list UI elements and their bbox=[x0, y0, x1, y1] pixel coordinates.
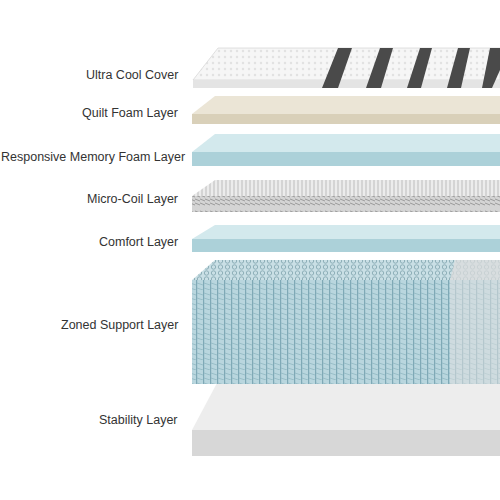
base-edge bbox=[192, 430, 500, 456]
spring-zone bbox=[450, 280, 500, 384]
cover-stripe bbox=[482, 48, 500, 88]
foam-top bbox=[192, 134, 500, 152]
foam-edge bbox=[192, 152, 500, 166]
cover-stripe bbox=[407, 48, 432, 88]
coil-top bbox=[192, 180, 500, 196]
layer-label: Stability Layer bbox=[99, 412, 178, 428]
memory-foam-layer bbox=[192, 134, 500, 166]
spring-zone bbox=[450, 260, 500, 280]
cover-layer bbox=[193, 48, 500, 88]
cover-stripe bbox=[366, 48, 393, 88]
layer-label: Quilt Foam Layer bbox=[82, 105, 178, 121]
layer-label: Responsive Memory Foam Layer bbox=[1, 149, 185, 165]
quilt-foam-layer bbox=[192, 96, 500, 124]
comfort-layer bbox=[192, 225, 500, 252]
zoned-support-layer bbox=[192, 260, 500, 384]
foam-edge bbox=[192, 239, 500, 252]
cover-stripe bbox=[447, 48, 470, 88]
layer-label: Ultra Cool Cover bbox=[86, 67, 178, 83]
layer-label: Micro-Coil Layer bbox=[87, 191, 178, 207]
coil-edge bbox=[192, 196, 500, 212]
micro-coil-layer bbox=[192, 180, 500, 212]
foam-edge bbox=[192, 114, 500, 124]
cover-stripe bbox=[322, 48, 352, 88]
layer-label: Comfort Layer bbox=[99, 234, 178, 250]
spring-top bbox=[192, 260, 500, 280]
foam-top bbox=[192, 225, 500, 239]
spring-edge bbox=[192, 280, 500, 384]
layer-label: Zoned Support Layer bbox=[61, 317, 178, 333]
foam-top bbox=[192, 96, 500, 114]
